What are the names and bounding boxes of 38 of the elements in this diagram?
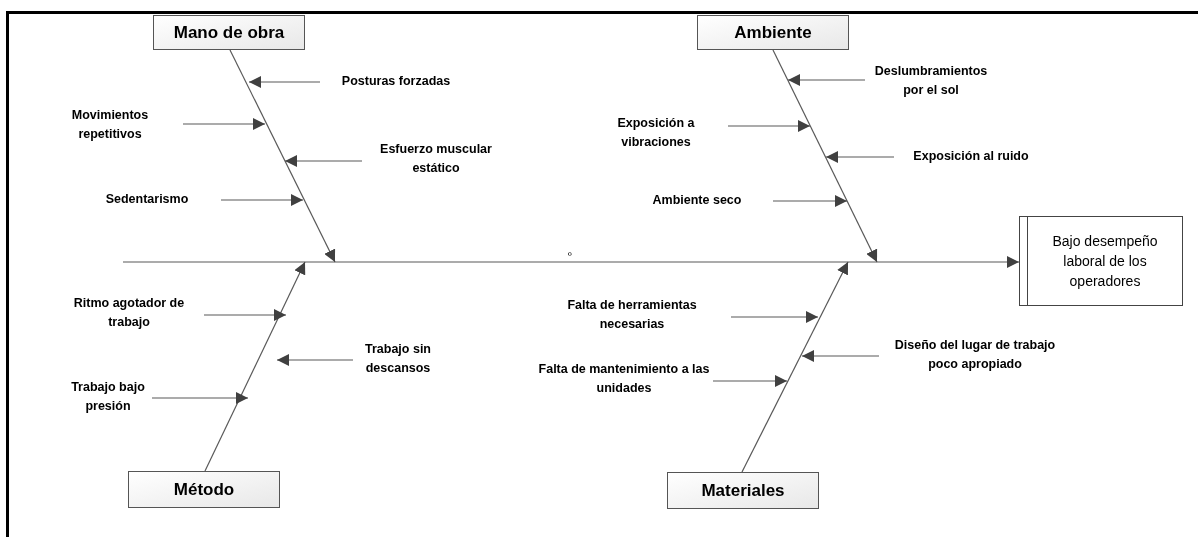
cause-text: Ambiente seco	[636, 191, 758, 210]
arrow	[787, 74, 866, 86]
arrow	[741, 261, 849, 473]
cause-text: Trabajo sin descansos	[342, 340, 454, 378]
arrow	[772, 195, 848, 207]
arrow	[825, 151, 895, 163]
category-box: Mano de obra	[153, 15, 305, 50]
arrow	[248, 76, 321, 88]
cause-text: Ritmo agotador de trabajo	[72, 294, 186, 332]
arrow	[204, 261, 306, 472]
arrow	[276, 354, 354, 366]
arrow	[801, 350, 880, 362]
arrow	[284, 155, 363, 167]
arrow	[712, 375, 788, 387]
cause-text: Trabajo bajo presión	[58, 378, 158, 416]
arrow	[730, 311, 819, 323]
cause-text: Movimientos repetitivos	[55, 106, 165, 144]
arrow	[151, 392, 249, 404]
arrow	[772, 49, 878, 263]
arrow	[182, 118, 266, 130]
cause-text: Exposición a vibraciones	[600, 114, 712, 152]
cause-text: Posturas forzadas	[326, 72, 466, 91]
cause-text: Esfuerzo muscular estático	[366, 140, 506, 178]
category-box: Ambiente	[697, 15, 849, 50]
cause-text: Exposición al ruido	[900, 147, 1042, 166]
arrow	[203, 309, 287, 321]
cause-text: Deslumbramientos por el sol	[866, 62, 996, 100]
arrow	[727, 120, 811, 132]
arrow	[229, 49, 336, 263]
cause-text: Falta de mantenimiento a las unidades	[538, 360, 710, 398]
category-box: Materiales	[667, 472, 819, 509]
category-box: Método	[128, 471, 280, 508]
cause-text: Sedentarismo	[88, 190, 206, 209]
effect-box: Bajo desempeño laboral de los operadores	[1019, 216, 1183, 306]
arrow	[122, 256, 1020, 268]
arrow	[220, 194, 304, 206]
cause-text: Falta de herramientas necesarias	[540, 296, 724, 334]
cause-text: Diseño del lugar de trabajo poco apropiado	[880, 336, 1070, 374]
